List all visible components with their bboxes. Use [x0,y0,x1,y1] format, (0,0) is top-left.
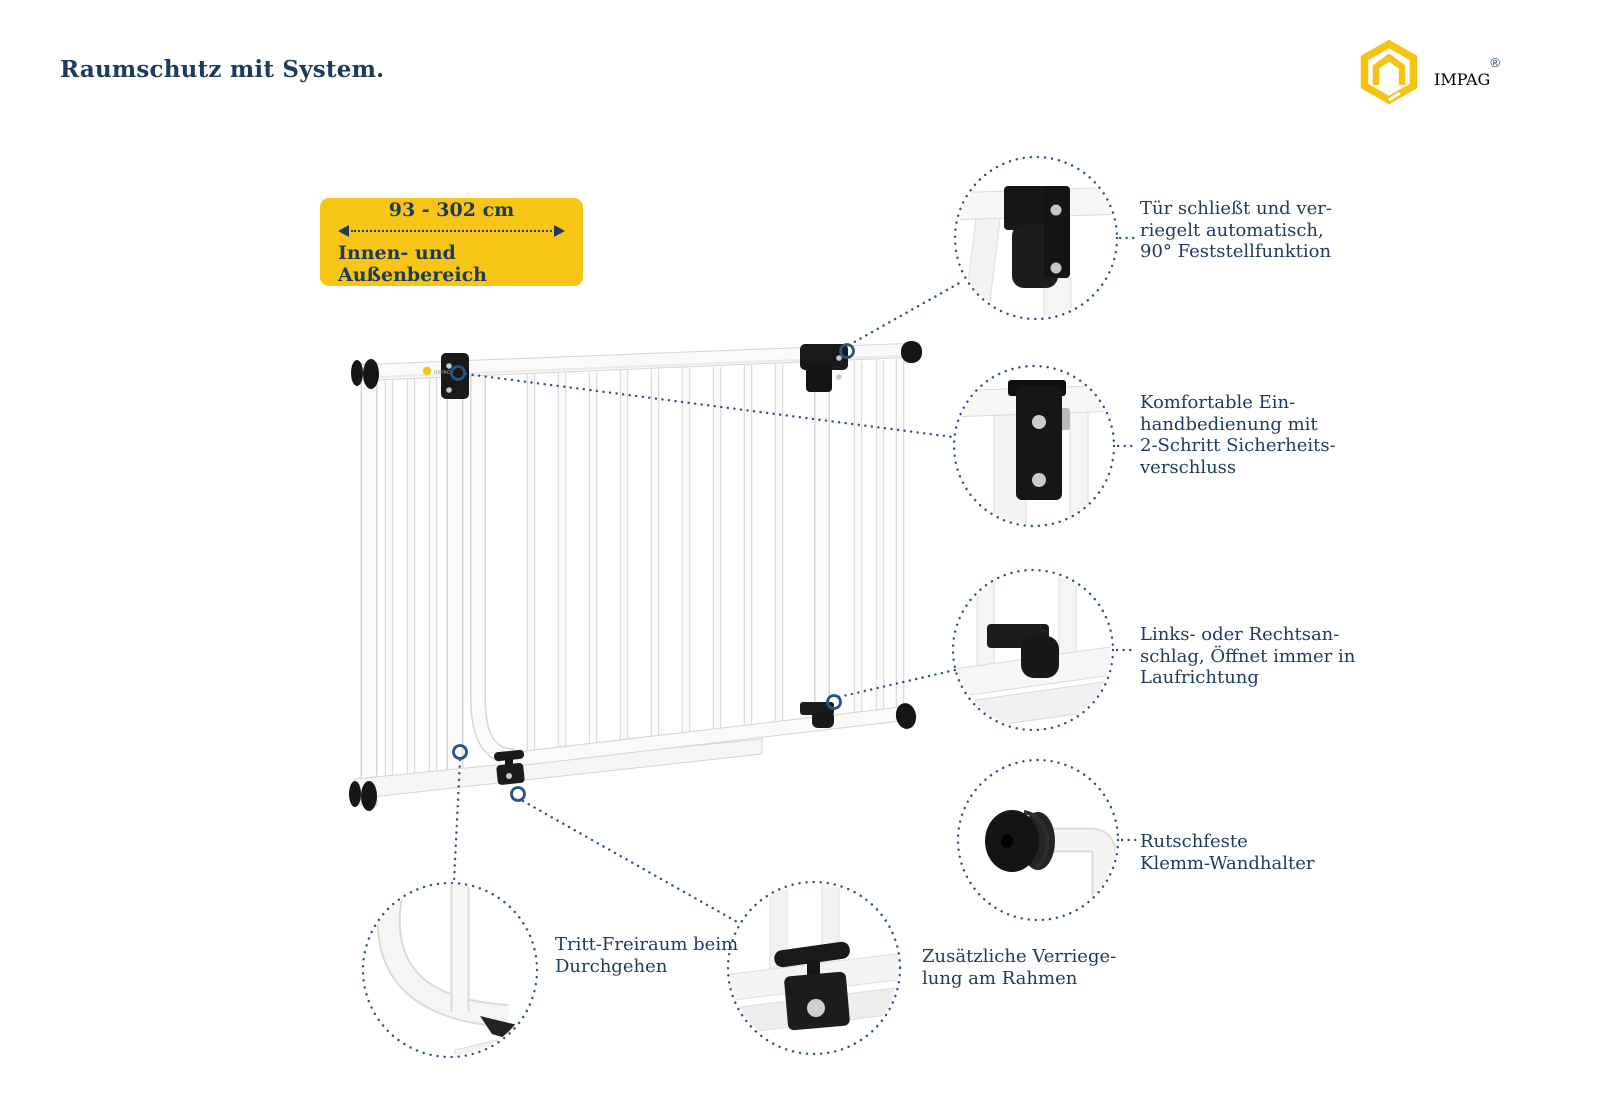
impag-hexagon-icon [1360,40,1418,104]
detail-circle-auto-close [953,155,1119,321]
gate-hardware: IMPAG [349,341,922,811]
range-arrow-icon [338,224,565,237]
callout-text-wall-holder: Rutschfeste Klemm-Wandhalter [1140,831,1315,874]
callout-text-one-hand-lock: Komfortable Ein- handbedienung mit 2-Sch… [1140,392,1336,478]
callout-text-frame-lock: Zusätzliche Verriege- lung am Rahmen [922,946,1117,989]
hinge-bracket-icon [441,353,469,399]
usage-area-label: Innen- und Außenbereich [338,241,487,286]
arrow-dotted-line [351,229,552,232]
brand-logo: IMPAG® [1360,40,1500,104]
frame-lock-icon [494,749,525,785]
detail-circle-wall-holder [956,758,1120,922]
callout-text-opening-direction: Links- oder Rechtsan- schlag, Öffnet imm… [1140,624,1356,688]
svg-text:IMPAG: IMPAG [434,370,451,376]
stop-bracket-icon [800,702,834,728]
callout-marker-icons [450,343,855,802]
detail-circle-frame-lock [726,880,902,1056]
arrow-right-icon [554,224,565,237]
gate-sticker-logo-icon: IMPAG [422,366,451,376]
detail-circle-step-clearance [361,881,539,1059]
detail-circle-opening-direction [951,568,1115,732]
wall-cap-icon [349,341,922,811]
callout-text-auto-close: Tür schließt und ver- riegelt automatisc… [1140,198,1332,262]
brand-wordmark: IMPAG® [1434,55,1500,89]
gate-bars [384,359,905,777]
arrow-left-icon [338,224,349,237]
callout-connector-lines [452,236,1139,925]
size-range-badge: 93 - 302 cm Innen- und Außenbereich [320,198,583,286]
page-title: Raumschutz mit System. [60,56,385,83]
callout-text-step-clearance: Tritt-Freiraum beim Durchgehen [555,934,739,977]
detail-circle-one-hand-lock [952,364,1116,528]
brand-name: IMPAG [1434,70,1491,89]
registered-mark: ® [1490,55,1500,70]
size-range-value: 93 - 302 cm [388,198,515,221]
latch-bracket-icon [800,344,848,392]
